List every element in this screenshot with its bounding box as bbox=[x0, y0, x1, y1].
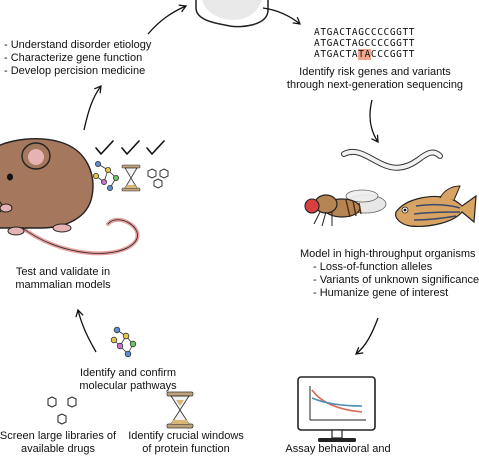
graph-line-blue bbox=[311, 397, 363, 407]
mammal-caption-line2: mammalian models bbox=[15, 279, 111, 291]
organisms-title: Model in high-throughput organisms bbox=[300, 248, 476, 260]
dna-sequence-2: ATGACTAGCCCCGGTT bbox=[314, 38, 416, 49]
zebrafish-illustration bbox=[395, 185, 477, 227]
dna-variant-prefix: ATGACTA bbox=[314, 49, 359, 60]
assay-caption-line1: Assay behavioral and bbox=[285, 443, 391, 455]
arrow-to-mammal bbox=[75, 308, 97, 353]
hexagon-icons-small bbox=[147, 168, 169, 189]
check-icon-2 bbox=[121, 140, 140, 155]
network-icon-small bbox=[93, 160, 120, 191]
monitor-icon bbox=[297, 376, 376, 442]
graph-line-red bbox=[311, 389, 363, 413]
drugs-caption: Screen large libraries of available drug… bbox=[0, 430, 120, 456]
windows-caption: Identify crucial windows of protein func… bbox=[124, 430, 248, 456]
dna-sequence-variant: ATGACTATACCCGGTT bbox=[314, 49, 415, 60]
goal-item-1: - Understand disorder etiology bbox=[4, 39, 152, 51]
goals-list: - Understand disorder etiology - Charact… bbox=[4, 39, 151, 78]
pathways-caption-line1: Identify and confirm bbox=[80, 367, 176, 379]
arrow-organisms-down bbox=[354, 317, 379, 355]
arrow-sequencing-down bbox=[369, 99, 379, 144]
mouse-illustration bbox=[0, 138, 140, 256]
mammal-caption-line1: Test and validate in bbox=[15, 266, 111, 278]
goal-item-3: - Develop percision medicine bbox=[4, 65, 146, 77]
organisms-item-3: - Humanize gene of interest bbox=[313, 287, 449, 299]
sequencing-caption: Identify risk genes and variants through… bbox=[268, 66, 479, 92]
human-bust-icon bbox=[195, 0, 269, 28]
dna-variant-highlight: TA bbox=[358, 49, 371, 60]
windows-caption-line2: of protein function bbox=[142, 443, 230, 455]
windows-caption-line1: Identify crucial windows bbox=[128, 430, 244, 442]
drugs-caption-line1: Screen large libraries of bbox=[0, 430, 117, 442]
organisms-block: Model in high-throughput organisms - Los… bbox=[300, 248, 479, 300]
goal-item-2: - Characterize gene function bbox=[4, 52, 143, 64]
mammal-caption: Test and validate in mammalian models bbox=[0, 266, 128, 292]
arrow-to-goals bbox=[83, 84, 102, 131]
dna-sequences: ATGACTAGCCCCGGTT ATGACTAGCCCCGGTT ATGACT… bbox=[314, 27, 415, 60]
dna-sequence-1: ATGACTAGCCCCGGTT bbox=[314, 27, 416, 38]
worm-illustration bbox=[341, 148, 443, 171]
hourglass-icon-small bbox=[121, 164, 141, 192]
dna-variant-suffix: CCCGGTT bbox=[370, 49, 416, 60]
hourglass-icon-windows bbox=[166, 391, 194, 429]
pathways-caption-line2: molecular pathways bbox=[79, 380, 177, 392]
arrow-top-right bbox=[262, 7, 302, 25]
assay-caption: Assay behavioral and bbox=[258, 443, 418, 456]
sequencing-caption-line1: Identify risk genes and variants bbox=[299, 66, 451, 78]
organisms-item-1: - Loss-of-function alleles bbox=[313, 261, 433, 273]
cycle-arrows bbox=[75, 4, 379, 355]
network-icon-pathways bbox=[110, 326, 137, 358]
organisms-item-2: - Variants of unknown significance bbox=[313, 274, 479, 286]
check-marks bbox=[95, 140, 165, 155]
hexagon-icons-drugs bbox=[47, 396, 77, 425]
pathways-caption: Identify and confirm molecular pathways bbox=[64, 367, 192, 393]
arrow-top-left bbox=[147, 4, 188, 35]
check-icon-3 bbox=[146, 140, 165, 155]
fly-illustration bbox=[304, 189, 387, 227]
sequencing-caption-line2: through next-generation sequencing bbox=[286, 79, 464, 91]
drugs-caption-line2: available drugs bbox=[21, 443, 95, 455]
check-icon-1 bbox=[95, 140, 114, 155]
